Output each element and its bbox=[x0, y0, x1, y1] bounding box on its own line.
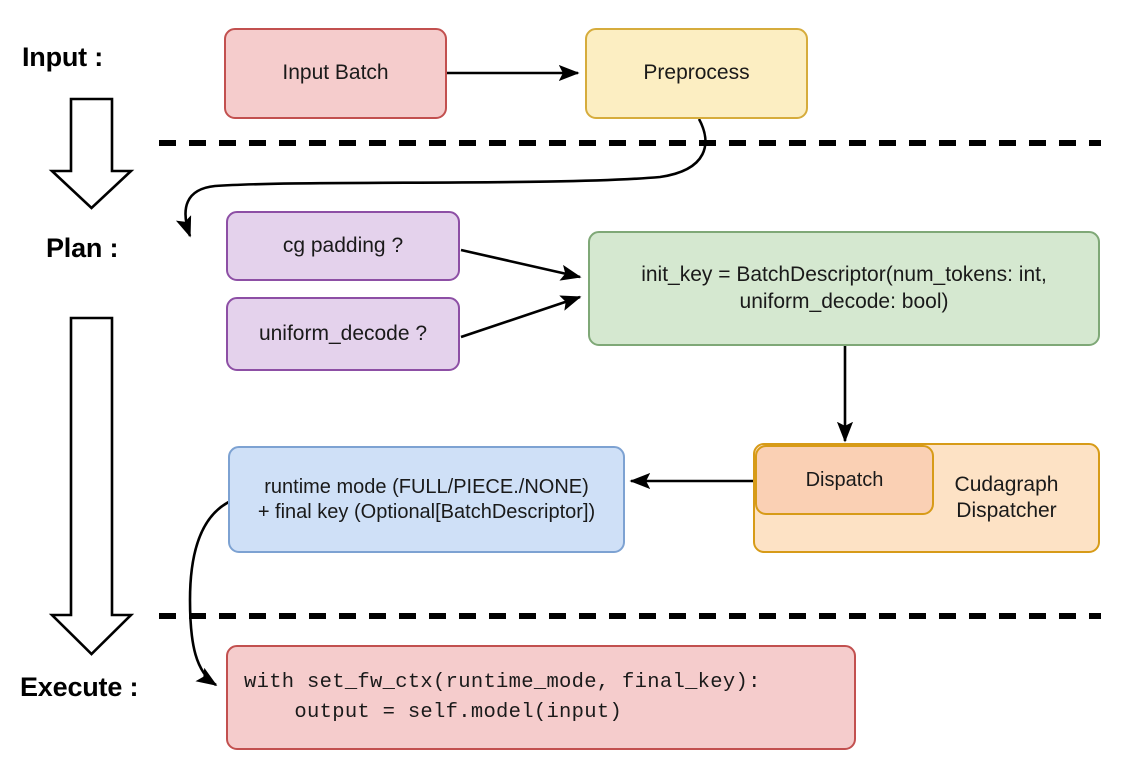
node-input-batch[interactable]: Input Batch bbox=[224, 28, 447, 119]
node-runtime-mode-line-2: + final key (Optional[BatchDescriptor]) bbox=[257, 500, 596, 523]
node-cudagraph-dispatcher-line-2: Dispatcher bbox=[956, 499, 1057, 522]
stage-arrow-plan-to-execute bbox=[48, 316, 135, 656]
node-exec-code-line-1: with set_fw_ctx(runtime_mode, final_key)… bbox=[244, 670, 761, 694]
node-exec-code-line-2: output = self.model(input) bbox=[244, 700, 623, 724]
node-init-key-line-1: init_key = BatchDescriptor(num_tokens: i… bbox=[641, 263, 1047, 287]
node-runtime-mode[interactable]: runtime mode (FULL/PIECE./NONE) + final … bbox=[228, 446, 625, 553]
node-exec-code[interactable]: with set_fw_ctx(runtime_mode, final_key)… bbox=[226, 645, 856, 750]
stage-arrow-input-to-plan bbox=[48, 97, 135, 210]
node-cudagraph-dispatcher-line-1: Cudagraph bbox=[954, 472, 1059, 496]
node-preprocess[interactable]: Preprocess bbox=[585, 28, 808, 119]
node-init-key-line-2: uniform_decode: bool) bbox=[739, 289, 949, 313]
node-uniform-decode[interactable]: uniform_decode ? bbox=[226, 297, 460, 371]
edge-uniform-decode-to-init-key bbox=[460, 295, 582, 339]
stage-label-execute: Execute : bbox=[20, 672, 139, 702]
node-init-key[interactable]: init_key = BatchDescriptor(num_tokens: i… bbox=[588, 231, 1100, 346]
stage-label-input: Input : bbox=[22, 42, 104, 72]
node-cg-padding[interactable]: cg padding ? bbox=[226, 211, 460, 281]
node-dispatch[interactable]: Dispatch bbox=[755, 445, 934, 515]
stage-label-plan: Plan : bbox=[46, 233, 119, 263]
edge-cg-padding-to-init-key bbox=[460, 248, 582, 281]
node-runtime-mode-line-1: runtime mode (FULL/PIECE./NONE) bbox=[264, 475, 589, 498]
